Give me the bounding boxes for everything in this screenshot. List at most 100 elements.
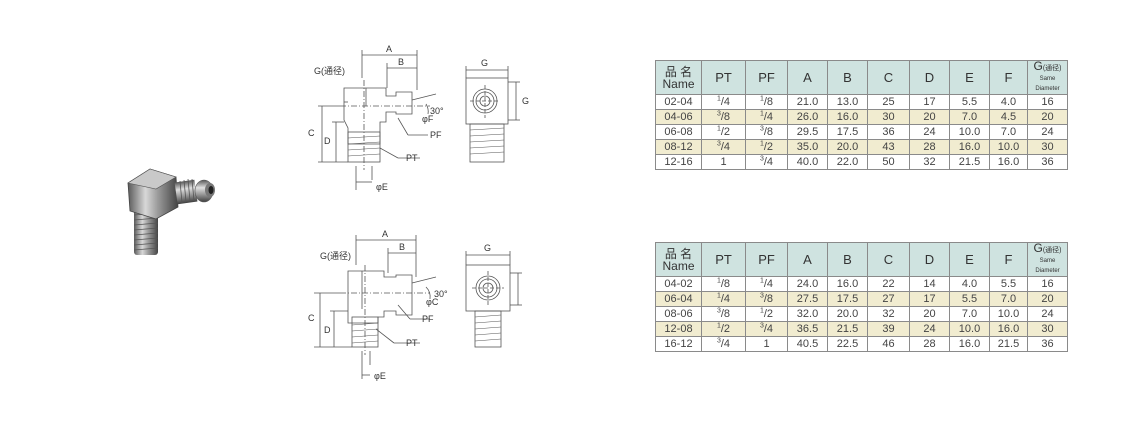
fraction-denominator: 4 — [766, 278, 774, 290]
cell-e: 7.0 — [949, 109, 990, 125]
cell-a: 27.5 — [787, 291, 828, 307]
header-pt: PT — [701, 60, 746, 95]
cell-c: 22 — [867, 276, 910, 292]
fraction-slash: / — [720, 126, 724, 138]
cell-a: 35.0 — [787, 139, 828, 155]
fraction-denominator: 8 — [766, 126, 774, 138]
header-f: F — [989, 60, 1028, 95]
cell-d: 28 — [909, 336, 950, 352]
cell-g: 30 — [1027, 321, 1068, 337]
cell-a: 21.0 — [787, 94, 828, 110]
fraction-slash: / — [720, 278, 724, 290]
header-g: G(通径)Same Diameter — [1027, 60, 1068, 95]
cell-a: 36.5 — [787, 321, 828, 337]
cell-f: 21.5 — [989, 336, 1028, 352]
header-b: B — [827, 60, 868, 95]
pt-label: PT — [406, 338, 418, 348]
fraction-denominator: 4 — [723, 141, 731, 153]
cell-name: 12-08 — [655, 321, 702, 337]
cell-pt: 3/8 — [701, 306, 746, 322]
side-g-label: G — [484, 243, 491, 253]
side-g-height-label: G — [522, 96, 529, 106]
fraction-slash: / — [763, 96, 767, 108]
dim-d-label: D — [324, 136, 331, 146]
cell-b: 20.0 — [827, 306, 868, 322]
fraction-denominator: 2 — [723, 323, 731, 335]
cell-c: 46 — [867, 336, 910, 352]
fraction-numerator: 1 — [759, 140, 764, 148]
header-e: E — [949, 60, 990, 95]
header-g: G(通径)Same Diameter — [1027, 242, 1068, 277]
cell-pf: 3/8 — [745, 291, 788, 307]
cell-pf: 1/4 — [745, 109, 788, 125]
cell-g: 24 — [1027, 124, 1068, 140]
dim-f-label: φF — [422, 114, 434, 124]
cell-pf: 3/4 — [745, 321, 788, 337]
fraction-denominator: 2 — [723, 126, 731, 138]
cell-f: 16.0 — [989, 154, 1028, 170]
header-b: B — [827, 242, 868, 277]
fraction-numerator: 1 — [759, 277, 764, 285]
fraction-slash: / — [763, 308, 767, 320]
fraction-slash: / — [763, 156, 767, 168]
cell-g: 16 — [1027, 94, 1068, 110]
cell-f: 7.0 — [989, 124, 1028, 140]
cell-pf: 1/4 — [745, 276, 788, 292]
cell-g: 20 — [1027, 291, 1068, 307]
cell-a: 26.0 — [787, 109, 828, 125]
cell-e: 16.0 — [949, 336, 990, 352]
dim-e-label: φE — [374, 371, 386, 381]
cell-d: 14 — [909, 276, 950, 292]
fraction-numerator: 3 — [759, 322, 764, 330]
cell-pf: 1/2 — [745, 139, 788, 155]
cell-b: 21.5 — [827, 321, 868, 337]
cell-d: 24 — [909, 124, 950, 140]
dim-a-label: A — [386, 44, 392, 54]
dim-g-bore-label: G(通径) — [314, 65, 345, 76]
fraction-numerator: 1 — [716, 95, 721, 103]
fraction-numerator: 3 — [759, 155, 764, 163]
cell-g: 16 — [1027, 276, 1068, 292]
fraction-slash: / — [720, 141, 724, 153]
cell-g: 36 — [1027, 154, 1068, 170]
cell-c: 39 — [867, 321, 910, 337]
cell-pf: 3/4 — [745, 154, 788, 170]
header-pt: PT — [701, 242, 746, 277]
cell-g: 30 — [1027, 139, 1068, 155]
cell-c: 43 — [867, 139, 910, 155]
cell-name: 08-12 — [655, 139, 702, 155]
fraction-denominator: 8 — [723, 308, 731, 320]
fraction-numerator: 1 — [716, 322, 721, 330]
cell-pt: 1 — [701, 154, 746, 170]
header-c: C — [867, 60, 910, 95]
fraction-denominator: 4 — [723, 338, 731, 350]
cell-e: 7.0 — [949, 306, 990, 322]
cell-e: 21.5 — [949, 154, 990, 170]
cell-pt: 1/8 — [701, 276, 746, 292]
fraction-denominator: 8 — [766, 293, 774, 305]
cell-pf: 3/8 — [745, 124, 788, 140]
fraction-slash: / — [763, 278, 767, 290]
cell-pt: 1/2 — [701, 124, 746, 140]
fraction-numerator: 1 — [759, 307, 764, 315]
header-d: D — [909, 60, 950, 95]
cell-c: 50 — [867, 154, 910, 170]
cell-name: 04-02 — [655, 276, 702, 292]
cell-name: 06-04 — [655, 291, 702, 307]
cell-b: 16.0 — [827, 109, 868, 125]
angle-label: 30° — [430, 106, 444, 116]
dim-b-label: B — [398, 57, 404, 67]
cell-e: 10.0 — [949, 124, 990, 140]
cell-a: 32.0 — [787, 306, 828, 322]
cell-b: 13.0 — [827, 94, 868, 110]
fraction-slash: / — [763, 126, 767, 138]
